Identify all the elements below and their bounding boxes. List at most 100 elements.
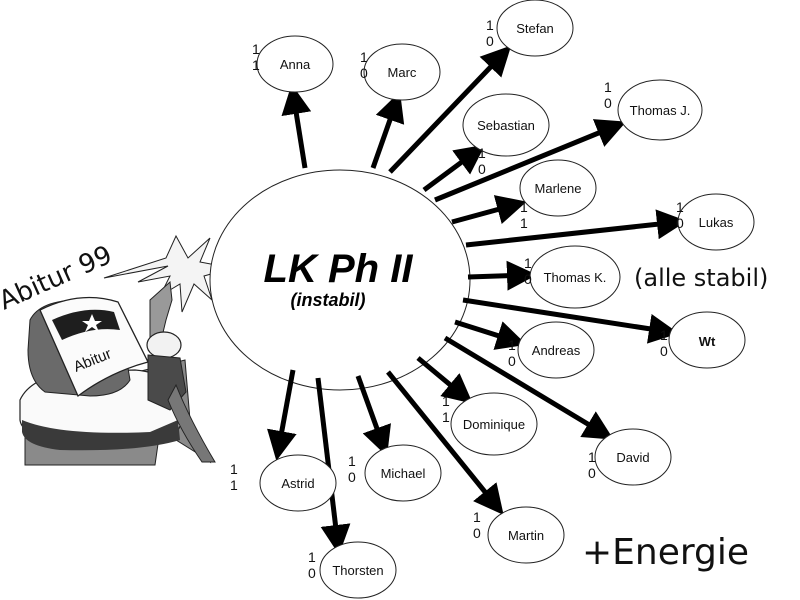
bit-bottom: 0: [660, 343, 668, 359]
bit-top: 1: [676, 199, 684, 215]
arrow-to-stefan: [388, 45, 512, 174]
node-ellipse: [517, 321, 595, 379]
arrow-to-marc: [370, 91, 405, 169]
arrow-to-marlene: [451, 195, 527, 225]
node-astrid: Astrid 11: [230, 454, 337, 512]
bit-top: 1: [508, 337, 516, 353]
arrow-to-thorsten: [315, 377, 351, 555]
bit-top: 1: [604, 79, 612, 95]
center-ellipse: [209, 169, 471, 391]
arrow-to-david: [443, 335, 614, 440]
node-label: Dominique: [463, 417, 525, 432]
node-label: Sebastian: [477, 118, 535, 133]
bit-top: 1: [486, 17, 494, 33]
tail: [167, 383, 216, 463]
node-ellipse: [319, 541, 397, 599]
arrow-to-sebastian: [422, 144, 486, 193]
bit-top: 1: [478, 145, 486, 161]
arrow-to-thomas-j: [434, 119, 627, 203]
node-label: Astrid: [281, 476, 314, 491]
bit-bottom: 1: [520, 215, 528, 231]
bit-top: 1: [520, 199, 528, 215]
arrow-to-andreas: [454, 319, 527, 350]
arrows-layer: [267, 45, 687, 555]
arrow-to-lukas: [465, 209, 687, 248]
stable-note: (alle stabil): [634, 264, 768, 292]
node-thomas-j: Thomas J. 10: [604, 79, 703, 141]
arrow-to-michael: [355, 375, 391, 457]
bit-top: 1: [360, 49, 368, 65]
node-dominique: Dominique 11: [442, 392, 538, 456]
energy-note: +Energie: [582, 532, 749, 573]
bit-top: 1: [230, 461, 238, 477]
node-sebastian: Sebastian 10: [462, 93, 550, 177]
node-label: Thomas J.: [630, 103, 691, 118]
bit-top: 1: [524, 255, 532, 271]
node-label: Wt: [699, 334, 716, 349]
node-ellipse: [617, 79, 703, 141]
node-label: Andreas: [532, 343, 581, 358]
node-label: Marlene: [535, 181, 582, 196]
bit-top: 1: [473, 509, 481, 525]
arrow-to-dominique: [416, 356, 473, 404]
node-label: Martin: [508, 528, 544, 543]
arrow-to-wt: [462, 297, 679, 344]
bit-bottom: 0: [486, 33, 494, 49]
node-label: Stefan: [516, 21, 554, 36]
node-martin: Martin 10: [473, 506, 565, 564]
node-ellipse: [462, 93, 550, 157]
node-thomas-k: Thomas K. 10: [524, 245, 621, 309]
bit-bottom: 0: [604, 95, 612, 111]
node-ellipse: [363, 43, 441, 101]
graduate-clipart: Abitur Abitur 99: [0, 234, 233, 466]
node-label: Marc: [388, 65, 417, 80]
bit-bottom: 0: [473, 525, 481, 541]
arrow-to-anna: [281, 84, 312, 169]
node-label: Lukas: [699, 215, 734, 230]
node-ellipse: [364, 444, 442, 502]
node-label: Thomas K.: [544, 270, 607, 285]
node-ellipse: [259, 454, 337, 512]
node-stefan: Stefan 10: [486, 0, 574, 57]
node-marlene: Marlene 11: [519, 159, 597, 231]
node-ellipse: [519, 159, 597, 217]
node-ellipse: [529, 245, 621, 309]
bit-bottom: 0: [676, 215, 684, 231]
hand: [146, 331, 182, 359]
node-wt: Wt 10: [660, 311, 746, 369]
bit-bottom: 1: [442, 409, 450, 425]
node-ellipse: [677, 193, 755, 251]
body-band: [22, 420, 180, 451]
bit-bottom: 0: [524, 271, 532, 287]
bit-top: 1: [442, 393, 450, 409]
node-ellipse: [450, 392, 538, 456]
bit-top: 1: [348, 453, 356, 469]
node-ellipse: [594, 428, 672, 486]
center-title: LK Ph II: [264, 247, 414, 291]
arrow-to-astrid: [267, 369, 297, 461]
bit-bottom: 1: [230, 477, 238, 493]
node-ellipse: [487, 506, 565, 564]
node-ellipse: [668, 311, 746, 369]
node-marc: Marc 10: [360, 43, 441, 101]
bit-bottom: 0: [478, 161, 486, 177]
center-subtitle: (instabil): [291, 290, 366, 310]
starburst-icon: [103, 234, 233, 313]
node-label: David: [616, 450, 649, 465]
bit-top: 1: [660, 327, 668, 343]
bit-bottom: 0: [308, 565, 316, 581]
bit-bottom: 0: [360, 65, 368, 81]
bit-top: 1: [308, 549, 316, 565]
node-label: Anna: [280, 57, 311, 72]
bit-bottom: 1: [252, 57, 260, 73]
arrow-to-martin: [386, 370, 504, 515]
node-ellipse: [496, 0, 574, 57]
book-flag: [52, 309, 120, 340]
bit-top: 1: [252, 41, 260, 57]
